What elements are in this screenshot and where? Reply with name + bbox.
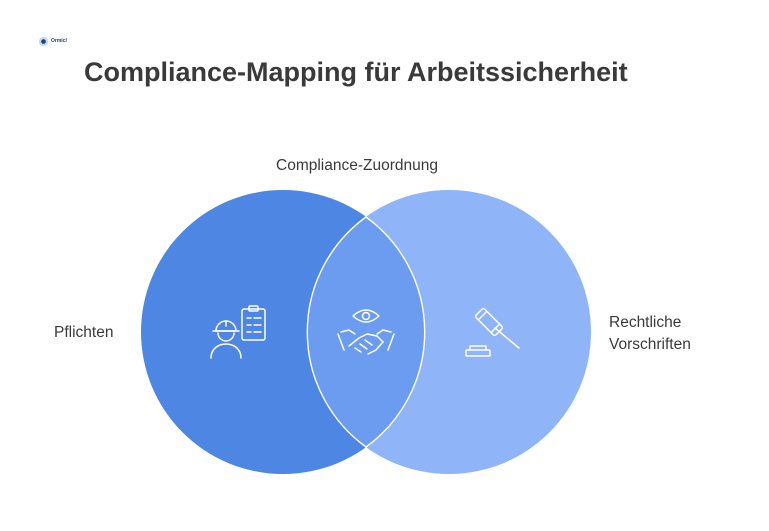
- brand-logo: Ormicl: [38, 36, 67, 47]
- handshake-eye-icon: [337, 309, 395, 355]
- intersection-outline: [306, 216, 426, 448]
- worker-checklist-icon: [210, 305, 266, 359]
- intersection-lens: [307, 190, 425, 474]
- brand-logo-icon: [38, 36, 49, 47]
- right-set-label-line-2: Vorschriften: [609, 336, 691, 353]
- brand-logo-text: Ormicl: [51, 38, 67, 44]
- right-set-label: Rechtliche Vorschriften: [609, 312, 691, 356]
- page-title: Compliance-Mapping für Arbeitssicherheit: [84, 57, 628, 87]
- gavel-icon: [465, 307, 520, 357]
- intersection-label: Compliance-Zuordnung: [276, 157, 438, 174]
- right-set-label-line-1: Rechtliche: [609, 314, 682, 331]
- left-set-label: Pflichten: [54, 324, 114, 341]
